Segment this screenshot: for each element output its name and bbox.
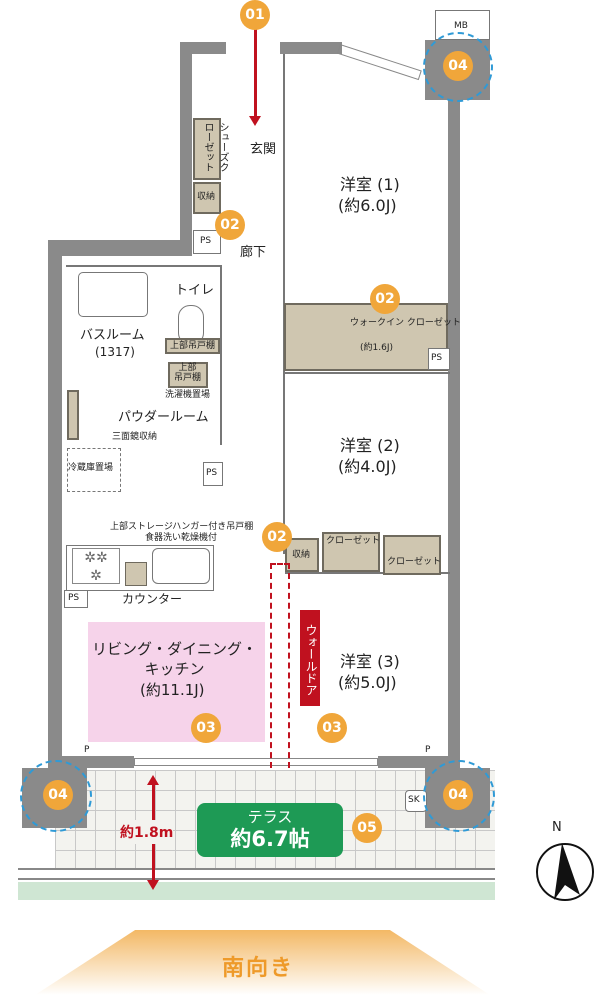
western-room-2-label: 洋室 (2) <box>340 436 400 455</box>
closet-label: クローゼット <box>387 557 442 567</box>
entrance-arrow <box>254 28 257 118</box>
hallway-label: 廊下 <box>240 245 267 260</box>
planting-strip <box>18 882 495 900</box>
ps-label: PS <box>206 468 218 478</box>
fridge-space: 冷蔵庫置場 <box>67 448 121 492</box>
storage-label: 収納 <box>197 192 216 202</box>
p-label: P <box>425 745 431 755</box>
orientation-label: 南向き <box>222 956 295 981</box>
marker-05: 05 <box>352 813 382 843</box>
ps-box: PS <box>64 590 88 608</box>
terrace-railing <box>18 868 495 880</box>
ps-box: PS <box>428 348 450 370</box>
vanity <box>67 390 79 440</box>
marker-02: 02 <box>215 210 245 240</box>
entrance-label: 玄関 <box>250 142 277 157</box>
depth-arrowhead <box>147 775 159 785</box>
storage: 収納 <box>285 538 319 572</box>
wall <box>448 62 460 768</box>
partition <box>220 265 222 445</box>
western-room-1-label: 洋室 (1) <box>340 175 400 194</box>
powder-room-label: パウダールーム <box>118 410 209 425</box>
wall <box>190 42 226 54</box>
sk-label: SK <box>408 795 420 805</box>
storage-label: 収納 <box>292 550 311 560</box>
marker-03: 03 <box>191 713 221 743</box>
mirror-storage-label: 三面鏡収納 <box>112 432 158 442</box>
marker-02: 02 <box>262 522 292 552</box>
wic-label: ウォークイン クローゼット <box>350 318 461 328</box>
wall <box>280 42 342 54</box>
closet-label: クローゼット <box>326 536 381 546</box>
compass-icon <box>536 843 594 901</box>
marker-04: 04 <box>443 780 473 810</box>
ps-label: PS <box>431 353 443 363</box>
marker-02: 02 <box>370 284 400 314</box>
upper-cabinet: 上部 吊戸棚 <box>168 362 208 388</box>
closet: クローゼット <box>383 535 441 575</box>
compass-north-label: N <box>552 820 562 835</box>
marker-04: 04 <box>43 780 73 810</box>
wic-size: (約1.6J) <box>360 343 393 353</box>
kitchen-note: 食器洗い乾燥機付 <box>145 533 218 543</box>
entrance-arrowhead <box>249 116 261 126</box>
marker-01: 01 <box>240 0 270 30</box>
window <box>336 44 422 81</box>
bathtub <box>78 272 148 317</box>
western-room-3-label: 洋室 (3) <box>340 652 400 671</box>
wall-door-label: ウォールドア <box>300 610 320 706</box>
partition <box>285 572 450 574</box>
western-room-2-size: (約4.0J) <box>338 457 397 476</box>
shoe-closet-label: シューズクローゼット <box>202 122 228 172</box>
ldk-size: (約11.1J) <box>140 681 205 699</box>
dishwasher <box>125 562 147 586</box>
kitchen-note: 上部ストレージハンガー付き吊戸棚 <box>110 522 254 532</box>
sink <box>152 548 210 584</box>
upper-cabinet-label: 上部吊戸棚 <box>170 341 216 351</box>
ps-label: PS <box>68 593 80 603</box>
wall <box>180 42 192 254</box>
ps-box: PS <box>193 230 221 254</box>
storage-entrance: 収納 <box>193 182 221 214</box>
terrace-label: テラス <box>247 808 293 826</box>
bathroom-label: バスルーム <box>80 328 145 343</box>
partition <box>285 372 450 374</box>
terrace-size: 約6.7帖 <box>230 827 310 851</box>
upper-cabinet-label: 上部 吊戸棚 <box>174 363 202 383</box>
marker-04: 04 <box>443 51 473 81</box>
pillar-highlight <box>423 32 493 102</box>
closet: クローゼット <box>322 532 380 572</box>
western-room-3-size: (約5.0J) <box>338 673 397 692</box>
stove-icon: ✲✲✲ <box>72 548 120 584</box>
wall <box>48 240 192 256</box>
shoe-closet: シューズクローゼット <box>193 118 228 180</box>
window <box>134 758 378 766</box>
laundry-label: 洗濯機置場 <box>165 390 211 400</box>
marker-03: 03 <box>317 713 347 743</box>
partition <box>66 265 221 267</box>
terrace-depth: 約1.8m <box>120 820 174 844</box>
wall <box>48 240 62 768</box>
ps-label: PS <box>200 236 212 246</box>
upper-cabinet: 上部吊戸棚 <box>165 338 220 354</box>
walk-in-closet <box>284 303 448 371</box>
ldk-area <box>88 622 265 742</box>
wall-door-outline <box>270 563 290 778</box>
toilet-label: トイレ <box>175 283 215 298</box>
mb-label: MB <box>454 21 468 31</box>
terrace-badge: テラス 約6.7帖 <box>197 803 343 857</box>
western-room-1-size: (約6.0J) <box>338 196 397 215</box>
counter-label: カウンター <box>122 592 183 606</box>
depth-arrowhead <box>147 880 159 890</box>
pillar-highlight <box>20 760 92 832</box>
ldk-label: リビング・ダイニング・ キッチン <box>92 640 258 678</box>
pillar-highlight <box>423 760 495 832</box>
ps-box: PS <box>203 462 223 486</box>
bathroom-size: (1317) <box>95 345 135 359</box>
fridge-label: 冷蔵庫置場 <box>68 463 114 473</box>
p-label: P <box>84 745 90 755</box>
